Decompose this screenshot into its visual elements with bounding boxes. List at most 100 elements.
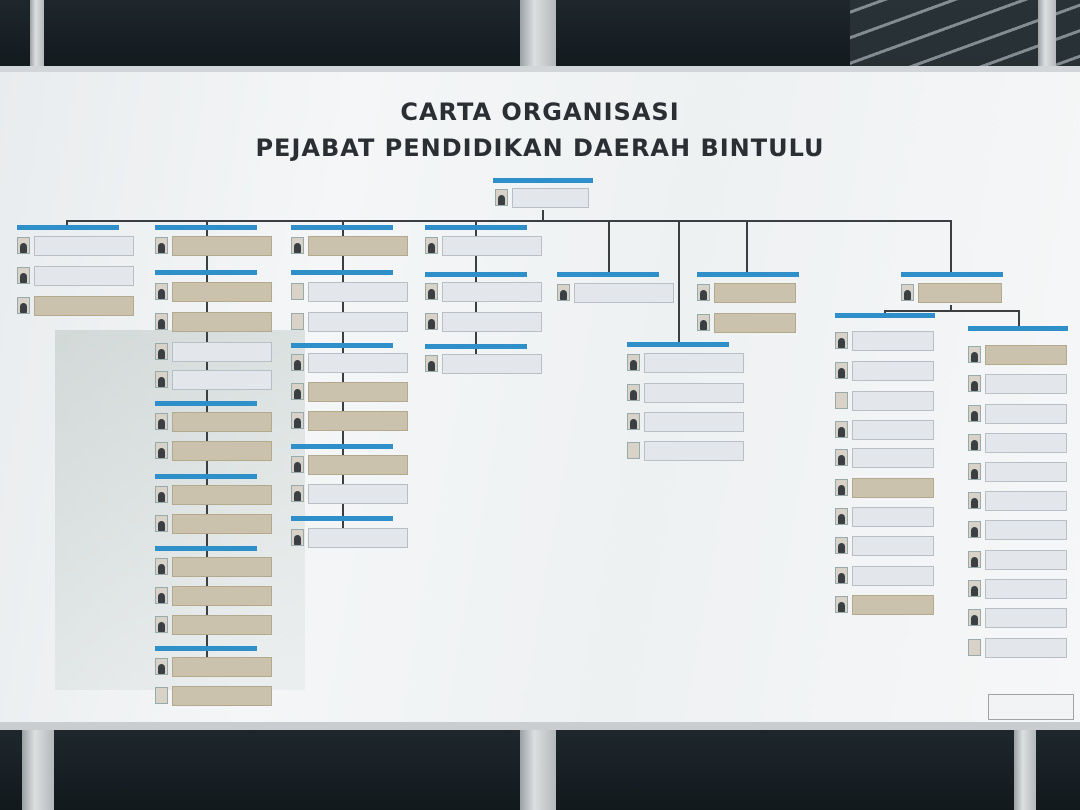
staff-card [172, 441, 272, 461]
staff-card [852, 420, 934, 440]
unit-header-strip [155, 546, 257, 551]
staff-photo [627, 384, 640, 401]
connector-line [950, 220, 952, 274]
staff-photo [627, 442, 640, 459]
staff-card [644, 412, 744, 432]
staff-photo [155, 558, 168, 575]
staff-photo [835, 479, 848, 496]
unit-header-strip [155, 270, 257, 275]
staff-photo [155, 658, 168, 675]
staff-card [852, 536, 934, 556]
staff-photo [291, 412, 304, 429]
staff-card [172, 282, 272, 302]
staff-card [308, 528, 408, 548]
staff-photo [291, 456, 304, 473]
staff-card [442, 236, 542, 256]
staff-photo [968, 580, 981, 597]
connector-line [66, 220, 952, 222]
staff-card [644, 441, 744, 461]
staff-photo [968, 521, 981, 538]
unit-header-strip [493, 178, 593, 183]
connector-line [746, 220, 748, 274]
unit-header-strip [835, 313, 935, 318]
staff-card [172, 557, 272, 577]
staff-photo [968, 434, 981, 451]
staff-photo [901, 284, 914, 301]
staff-card [644, 353, 744, 373]
staff-card [985, 520, 1067, 540]
staff-photo [835, 392, 848, 409]
staff-card [172, 686, 272, 706]
unit-header-strip [17, 225, 119, 230]
staff-photo [835, 567, 848, 584]
staff-card [985, 550, 1067, 570]
staff-photo [968, 639, 981, 656]
staff-card [852, 507, 934, 527]
staff-photo [155, 343, 168, 360]
staff-photo [17, 297, 30, 314]
staff-photo [968, 346, 981, 363]
staff-photo [155, 687, 168, 704]
staff-photo [155, 237, 168, 254]
window-frame-post [520, 0, 556, 70]
staff-photo [425, 283, 438, 300]
staff-photo [425, 237, 438, 254]
staff-card [442, 282, 542, 302]
staff-card [308, 382, 408, 402]
staff-card [985, 638, 1067, 658]
board-label-plate [988, 694, 1074, 720]
staff-photo [495, 189, 508, 206]
staff-card [985, 433, 1067, 453]
unit-header-strip [155, 401, 257, 406]
staff-photo [835, 449, 848, 466]
staff-photo [835, 596, 848, 613]
staff-photo [291, 283, 304, 300]
staff-photo [627, 354, 640, 371]
staff-photo [155, 587, 168, 604]
staff-card [308, 236, 408, 256]
connector-line [608, 220, 610, 274]
unit-header-strip [697, 272, 799, 277]
staff-photo [291, 354, 304, 371]
staff-card [172, 657, 272, 677]
staff-photo [17, 267, 30, 284]
staff-photo [155, 283, 168, 300]
staff-card [852, 361, 934, 381]
staff-card [985, 345, 1067, 365]
connector-line [342, 220, 344, 542]
staff-photo [155, 616, 168, 633]
staff-card [714, 283, 796, 303]
staff-photo [291, 529, 304, 546]
connector-line [1018, 310, 1020, 326]
staff-card [985, 608, 1067, 628]
window-frame-post [520, 730, 556, 810]
staff-card [172, 236, 272, 256]
staff-photo [835, 537, 848, 554]
connector-line [950, 305, 952, 311]
staff-card [852, 448, 934, 468]
staff-photo [291, 485, 304, 502]
staff-card [644, 383, 744, 403]
window-frame-post [30, 0, 44, 70]
staff-photo [835, 362, 848, 379]
staff-photo [291, 383, 304, 400]
staff-card [34, 236, 134, 256]
staff-card [985, 491, 1067, 511]
staff-card [714, 313, 796, 333]
staff-card [442, 354, 542, 374]
staff-photo [155, 313, 168, 330]
unit-header-strip [291, 270, 393, 275]
staff-photo [697, 314, 710, 331]
unit-header-strip [901, 272, 1003, 277]
unit-header-strip [968, 326, 1068, 331]
staff-photo [425, 313, 438, 330]
staff-card [442, 312, 542, 332]
connector-line [66, 220, 68, 228]
unit-header-strip [627, 342, 729, 347]
connector-line [678, 220, 680, 346]
staff-card [172, 370, 272, 390]
staff-card [308, 484, 408, 504]
window-frame-post [22, 730, 54, 810]
staff-photo [155, 515, 168, 532]
